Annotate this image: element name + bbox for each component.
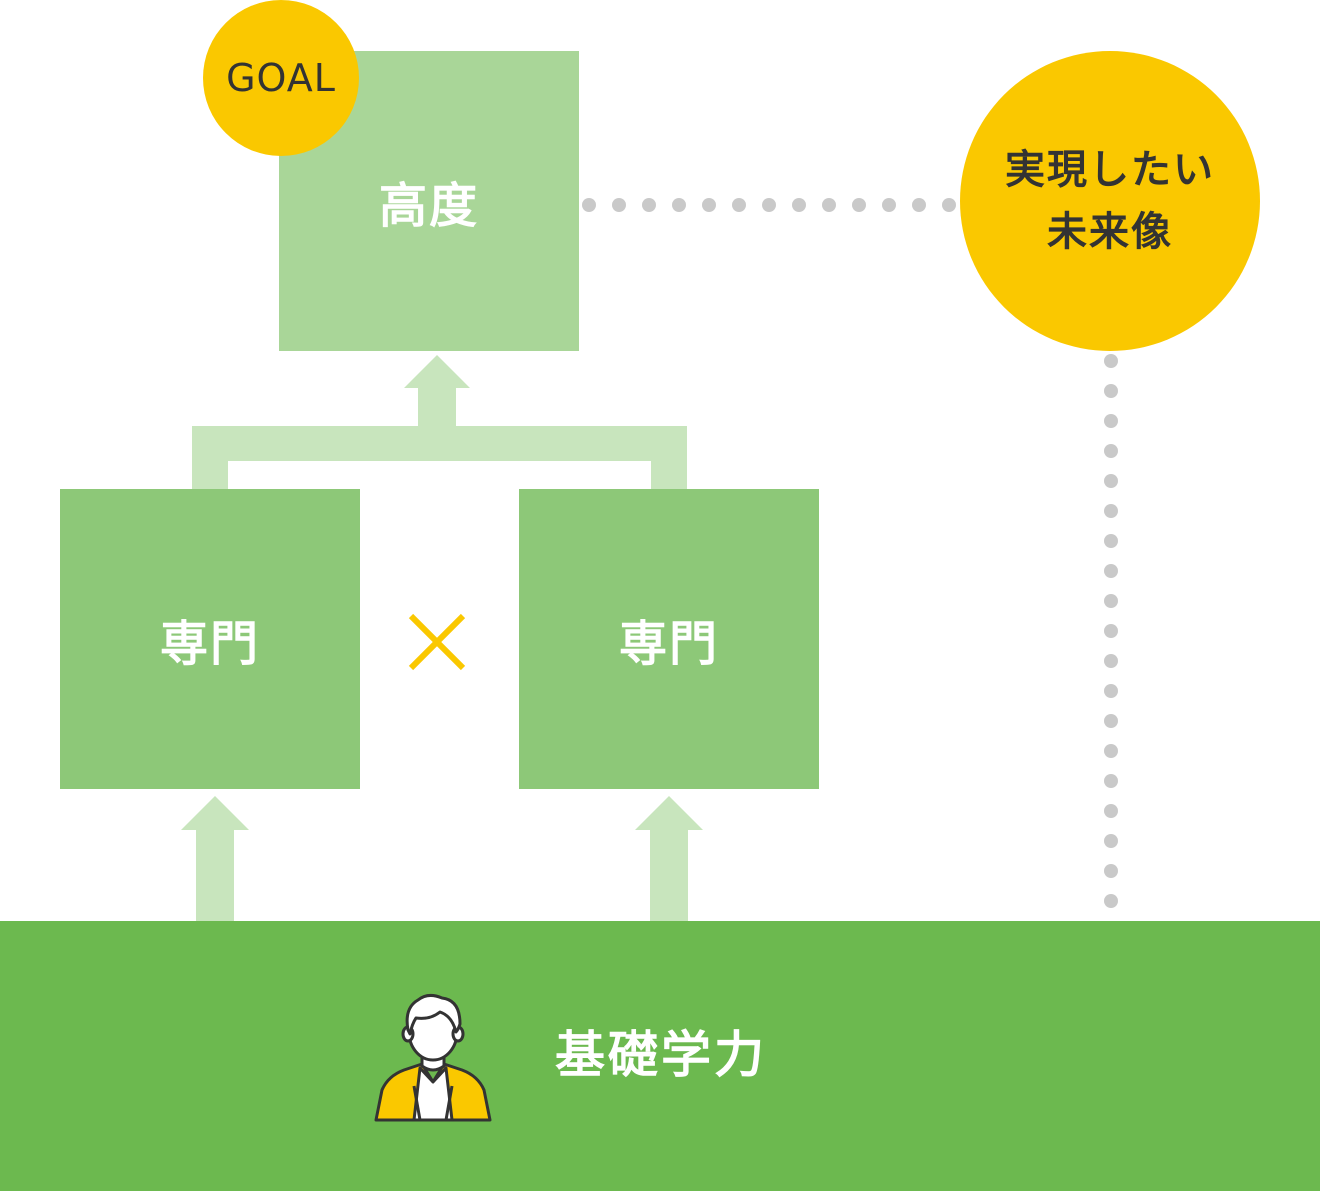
dot xyxy=(1104,864,1118,878)
future-vision-line2: 未来像 xyxy=(1047,209,1173,255)
specialty-box-left: 専門 xyxy=(60,489,360,789)
dot xyxy=(702,198,716,212)
dot xyxy=(852,198,866,212)
foundation-bar xyxy=(0,921,1320,1191)
right-up-arrow xyxy=(635,796,703,921)
dot xyxy=(1104,414,1118,428)
dot xyxy=(1104,534,1118,548)
dot xyxy=(642,198,656,212)
dot xyxy=(1104,594,1118,608)
dot xyxy=(1104,774,1118,788)
left-up-arrow xyxy=(181,796,249,921)
dot xyxy=(672,198,686,212)
merge-arrow xyxy=(192,355,687,489)
cross-icon xyxy=(408,613,466,671)
specialty-box-right-label: 専門 xyxy=(618,616,719,672)
future-vision-circle: 実現したい 未来像 xyxy=(960,51,1260,351)
dot xyxy=(912,198,926,212)
cross-symbol: × xyxy=(405,610,469,674)
dot xyxy=(732,198,746,212)
dot xyxy=(822,198,836,212)
dot xyxy=(792,198,806,212)
dot xyxy=(1104,624,1118,638)
dot xyxy=(1104,354,1118,368)
dot xyxy=(882,198,896,212)
vertical-dotted-line xyxy=(1104,354,1118,908)
dot xyxy=(1104,564,1118,578)
dot xyxy=(1104,444,1118,458)
foundation-label: 基礎学力 xyxy=(555,1026,767,1084)
person-icon xyxy=(374,993,492,1122)
dot xyxy=(1104,504,1118,518)
goal-badge: GOAL xyxy=(203,0,359,156)
specialty-box-right: 専門 xyxy=(519,489,819,789)
dot xyxy=(762,198,776,212)
dot xyxy=(1104,804,1118,818)
dot xyxy=(1104,474,1118,488)
future-vision-line1: 実現したい xyxy=(1005,147,1215,193)
goal-badge-label: GOAL xyxy=(226,56,336,100)
advanced-box-label: 高度 xyxy=(378,178,479,234)
horizontal-dotted-line xyxy=(582,198,956,212)
dot xyxy=(1104,684,1118,698)
dot xyxy=(1104,654,1118,668)
specialty-box-left-label: 専門 xyxy=(159,616,260,672)
dot xyxy=(582,198,596,212)
dot xyxy=(1104,894,1118,908)
dot xyxy=(612,198,626,212)
dot xyxy=(1104,714,1118,728)
dot xyxy=(1104,384,1118,398)
dot xyxy=(942,198,956,212)
dot xyxy=(1104,744,1118,758)
dot xyxy=(1104,834,1118,848)
